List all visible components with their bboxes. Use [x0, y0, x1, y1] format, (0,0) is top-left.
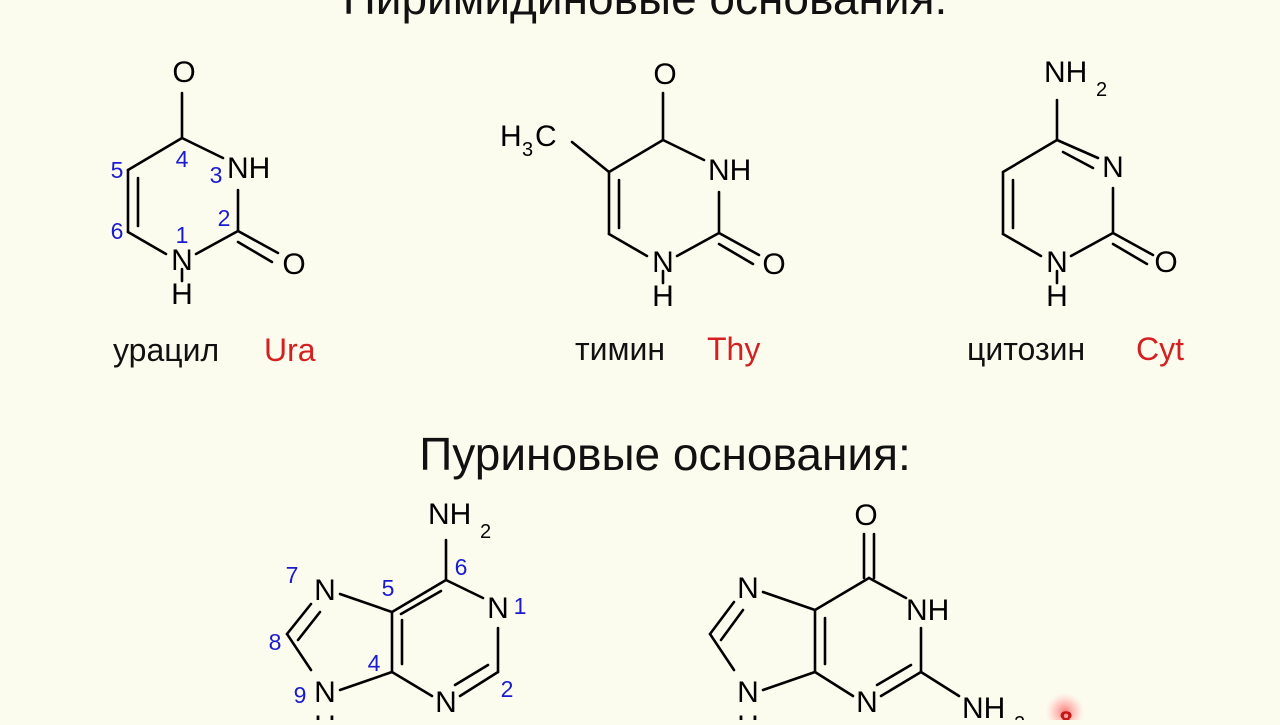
- thymine-atoms: O NH O N H H 3 C: [500, 58, 786, 313]
- guanine-atoms: O NH N NH 2 N N H: [737, 499, 1025, 725]
- guanine-atom-n3: N: [856, 686, 878, 719]
- guanine-amine-nh: NH: [962, 692, 1005, 720]
- uracil-num-1: 1: [176, 222, 189, 248]
- cytosine-atom-n3: N: [1102, 151, 1124, 184]
- thymine-abbr: Thy: [707, 331, 760, 367]
- uracil-atom-h1: H: [171, 278, 193, 311]
- adenine-num-9: 9: [294, 682, 307, 708]
- uracil-atom-o2: O: [282, 248, 305, 281]
- guanine-atom-o6: O: [854, 499, 877, 532]
- adenine-atom-n1: N: [487, 592, 509, 625]
- cytosine-atoms: NH 2 N O N H: [1044, 56, 1178, 313]
- adenine-num-8: 8: [269, 629, 282, 655]
- cytosine-amine-nh: NH: [1044, 56, 1087, 89]
- adenine-atom-n3: N: [435, 686, 457, 719]
- thymine-methyl-sub: 3: [522, 139, 533, 161]
- thymine-structure: [570, 91, 761, 285]
- adenine-amine-nh: NH: [428, 498, 471, 531]
- thymine-atom-o2: O: [762, 248, 785, 281]
- uracil-num-5: 5: [111, 157, 124, 183]
- thymine-atom-n1: N: [652, 246, 674, 279]
- uracil-ring-numbers: 1 2 3 4 5 6: [111, 146, 231, 248]
- guanine-amine-sub: 2: [1014, 713, 1025, 720]
- uracil-num-4: 4: [176, 146, 189, 172]
- uracil-atom-n1: N: [171, 244, 193, 277]
- uracil-num-3: 3: [210, 162, 223, 188]
- uracil-name: урацил: [113, 332, 219, 368]
- adenine-atom-n9: N: [314, 676, 336, 709]
- adenine-atom-n7: N: [314, 574, 336, 607]
- uracil-atom-nh3: NH: [227, 152, 270, 185]
- adenine-structure: [285, 538, 500, 698]
- adenine-num-1: 1: [514, 593, 527, 619]
- thymine-atom-nh3: NH: [708, 154, 751, 187]
- purine-heading: Пуриновые основания:: [419, 428, 911, 480]
- uracil-num-2: 2: [218, 205, 231, 231]
- cytosine-atom-h1: H: [1046, 280, 1068, 313]
- pyrimidine-heading: Пиримидиновые основания:: [343, 0, 948, 24]
- adenine-num-4: 4: [368, 650, 381, 676]
- uracil-atom-o4: O: [172, 56, 195, 89]
- adenine-num-5: 5: [382, 575, 395, 601]
- cytosine-amine-sub: 2: [1096, 79, 1107, 101]
- cytosine-atom-o2: O: [1154, 246, 1177, 279]
- thymine-methyl-h: H: [500, 120, 522, 153]
- guanine-atom-n7: N: [737, 572, 759, 605]
- adenine-ring-numbers: 1 2 4 5 6 7 8 9: [269, 554, 527, 708]
- uracil-atoms: O NH O N H: [171, 56, 306, 311]
- laser-pointer-highlight: [1045, 692, 1085, 725]
- uracil-abbr: Ura: [264, 332, 316, 368]
- cytosine-abbr: Cyt: [1136, 331, 1184, 367]
- adenine-num-6: 6: [455, 554, 468, 580]
- adenine-atom-h9: H: [314, 710, 336, 720]
- thymine-atom-h1: H: [652, 280, 674, 313]
- guanine-atom-nh1: NH: [906, 594, 949, 627]
- guanine-atom-h9: H: [737, 710, 759, 720]
- thymine-atom-o4: O: [653, 58, 676, 91]
- adenine-amine-sub: 2: [480, 521, 491, 543]
- thymine-methyl-c: C: [535, 120, 557, 153]
- uracil-num-6: 6: [111, 218, 124, 244]
- adenine-num-2: 2: [501, 676, 514, 702]
- cytosine-structure: [1001, 98, 1155, 285]
- guanine-atom-n9: N: [737, 676, 759, 709]
- cytosine-name: цитозин: [967, 331, 1085, 367]
- adenine-num-7: 7: [286, 562, 299, 588]
- thymine-name: тимин: [575, 331, 665, 367]
- guanine-structure: [708, 532, 961, 698]
- uracil-structure: [126, 91, 280, 283]
- cytosine-atom-n1: N: [1046, 246, 1068, 279]
- guanine-partial-number: 8: [1059, 707, 1072, 720]
